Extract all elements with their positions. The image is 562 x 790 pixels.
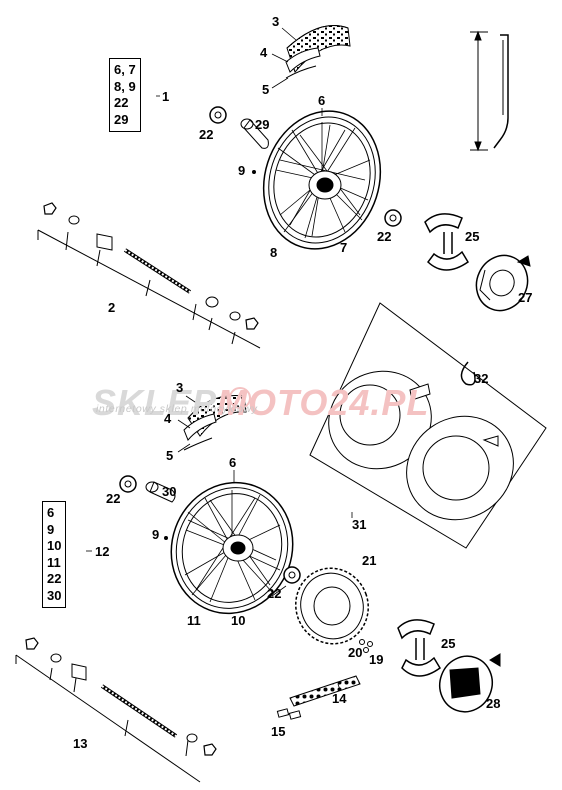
front-wheel [262, 110, 382, 250]
callout-rear-kit-ref: 12 [95, 544, 110, 559]
callout-rear-hub-11: 11 [187, 613, 201, 628]
callout-front-hub-7: 7 [340, 240, 348, 255]
kit-box-line: 22 [114, 95, 129, 110]
sprocket-bolts [359, 639, 373, 653]
watermark-logo: SKLEPMOTO24.PL [92, 382, 429, 424]
watermark-stamp [229, 387, 251, 409]
callout-rear-hub-10: 10 [231, 613, 246, 628]
callout-rear-wheel: 6 [229, 455, 237, 470]
rear-axle-assembly [15, 637, 217, 783]
rear-brake-plate [439, 653, 501, 713]
callout-front-hub-8: 8 [270, 245, 278, 260]
front-rim-tape [285, 65, 317, 79]
callout-rear-axle: 13 [73, 736, 88, 751]
front-inner-tube [285, 47, 321, 73]
kit-box-line: 6, 7 [114, 62, 136, 77]
drive-chain [289, 675, 361, 707]
kit-box-line: 10 [47, 538, 62, 553]
watermark-tagline: internetowy sklep motocyklowy [96, 403, 258, 415]
callout-rear-sprocket: 21 [362, 553, 377, 568]
kit-box-line: 8, 9 [114, 78, 136, 94]
callout-rear-bearing-right: 22 [267, 586, 282, 601]
front-bearing-left [209, 106, 227, 124]
rear-valve-part [164, 536, 168, 540]
callout-front-kit-ref: 1 [162, 89, 170, 104]
watermark-logo-right: MOTO24.PL [217, 382, 430, 423]
callout-rear-tyre: 3 [176, 380, 184, 395]
callout-chain-master-link: 15 [271, 724, 286, 739]
leader-lines [86, 27, 353, 691]
callout-sprocket-nut: 19 [369, 652, 384, 667]
front-wheel-kit-box: 6, 7 8, 9 22 29 [109, 58, 141, 132]
callout-rear-tube: 4 [164, 411, 172, 426]
callout-front-bearing: 22 [199, 127, 214, 142]
callout-gaskets: 31 [352, 517, 367, 532]
front-brake-plate [475, 254, 531, 312]
circlip [460, 361, 476, 386]
callout-front-brake-plate: 27 [518, 290, 533, 305]
front-valve-part [252, 170, 256, 174]
rear-bearing-left [119, 475, 137, 493]
callout-front-bearing-right: 22 [377, 229, 392, 244]
callout-rear-rim-tape: 5 [166, 448, 174, 463]
sprocket-gasket-left [328, 370, 432, 470]
rear-sprocket [295, 567, 369, 645]
front-brake-shoes [424, 213, 470, 271]
kit-box-line: 11 [47, 554, 61, 570]
rear-wheel [170, 481, 294, 615]
callout-rear-brake-shoes: 25 [441, 636, 456, 651]
callout-rear-valve: 9 [152, 527, 160, 542]
callout-front-axle: 2 [108, 300, 116, 315]
kit-box-line: 6 [47, 505, 55, 520]
callout-front-rim-tape: 5 [262, 82, 270, 97]
callout-rear-spacer: 30 [162, 484, 177, 499]
rear-wheel-kit-box: 6 9 10 11 22 30 [42, 501, 67, 608]
callout-sprocket-bolt: 20 [348, 645, 363, 660]
rear-inner-tube [183, 413, 217, 441]
gasket-panel-outline [309, 302, 547, 549]
kit-box-line: 30 [47, 587, 62, 603]
callout-front-tube: 4 [260, 45, 268, 60]
callout-front-tyre: 3 [272, 14, 280, 29]
fork-leg-dimension [470, 30, 509, 152]
callout-front-spacer: 29 [255, 117, 270, 132]
callout-rear-bearing: 22 [106, 491, 121, 506]
front-spacer-sleeve [240, 118, 269, 149]
callout-rear-brake-plate: 28 [486, 696, 501, 711]
front-bearing-right [384, 209, 402, 227]
callout-front-brake-shoes: 25 [465, 229, 480, 244]
callout-front-valve: 9 [238, 163, 246, 178]
rear-brake-shoes [397, 619, 441, 677]
watermark-logo-left: SKLEP [92, 382, 218, 423]
callout-drive-chain: 14 [332, 691, 347, 706]
rear-rim-tape [183, 437, 213, 451]
callout-front-wheel: 6 [318, 93, 326, 108]
kit-box-line: 29 [114, 111, 129, 127]
kit-box-line: 22 [47, 571, 62, 586]
kit-box-line: 9 [47, 521, 55, 537]
rear-spacer-sleeve [145, 481, 176, 503]
chain-master-link [276, 708, 302, 720]
callout-circlip: 32 [474, 371, 489, 386]
sprocket-gasket-right [406, 415, 514, 521]
front-axle-assembly [37, 202, 261, 349]
rear-bearing-right [283, 566, 301, 584]
